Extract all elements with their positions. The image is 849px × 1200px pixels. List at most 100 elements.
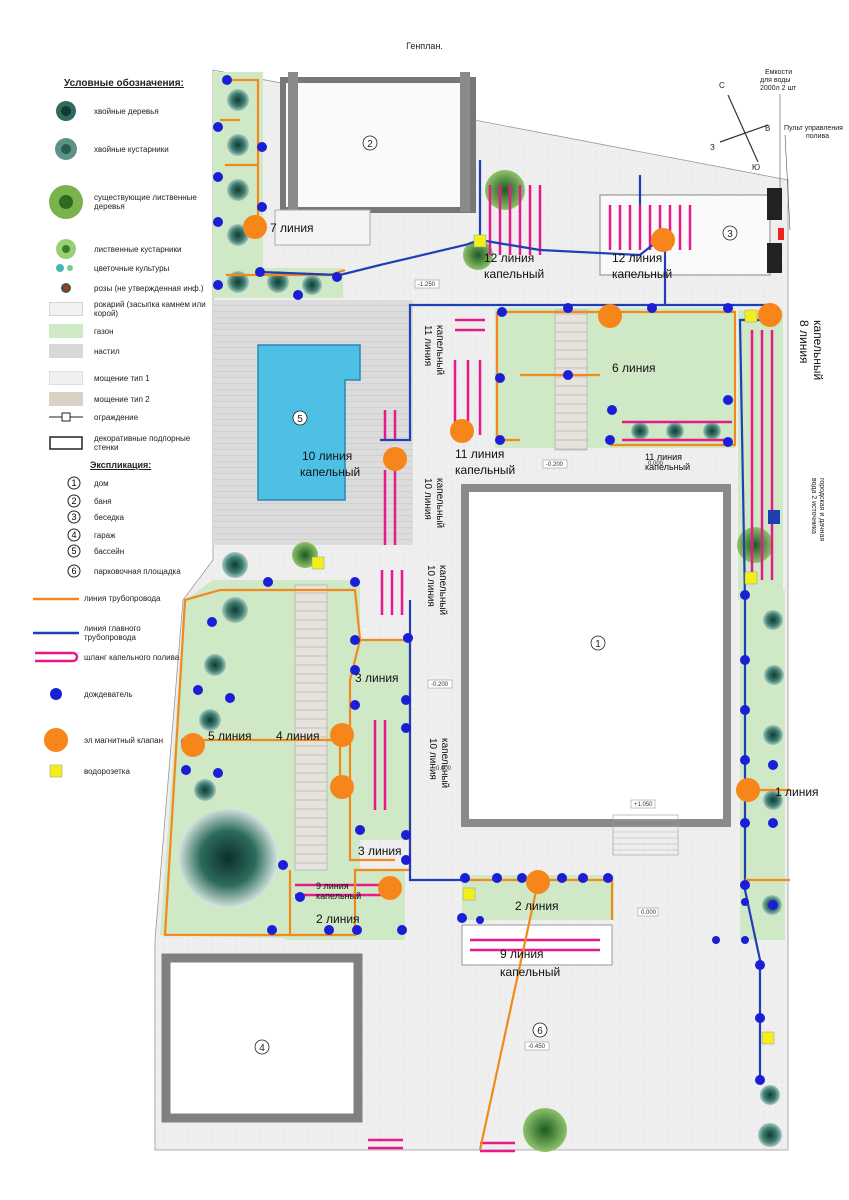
legend-item-fence: ограждение — [38, 412, 213, 422]
line-1-label: 1 линия — [775, 785, 819, 799]
svg-text:4: 4 — [259, 1043, 265, 1054]
legend-item-label: водорозетка — [84, 766, 130, 776]
legend-water_outlet-icon — [28, 764, 84, 778]
legend-item-label: газон — [94, 326, 114, 336]
legend-item-drip_hose: шланг капельного полива — [28, 650, 203, 664]
svg-text:В: В — [765, 124, 770, 133]
svg-text:3: 3 — [71, 512, 76, 522]
svg-text:3: 3 — [727, 229, 733, 240]
legend-header: Условные обозначения: — [64, 78, 184, 89]
water-outlets — [311, 234, 775, 1045]
legend-item-paving2: мощение тип 2 — [38, 392, 213, 406]
legend-deciduous_tree-icon — [38, 184, 94, 220]
svg-text:-0.200: -0.200 — [546, 462, 564, 468]
water-source-marker — [768, 510, 780, 524]
sprinklers — [181, 75, 778, 1085]
legend-item-label: декоративные подпорные стенки — [94, 434, 191, 452]
legend-item-label: линия главного трубопровода — [84, 624, 141, 642]
legend-item-label: цветочные культуры — [94, 263, 170, 273]
valves — [181, 215, 782, 900]
legend-item-main_pipe: линия главного трубопровода — [28, 624, 203, 642]
line-7-label: 7 линия — [270, 221, 314, 235]
plants — [178, 89, 784, 1152]
line-12a-label: 12 линия — [484, 251, 534, 265]
legend-item-label: мощение тип 1 — [94, 373, 150, 383]
legend-item-label: лиственные кустарники — [94, 244, 182, 254]
legend-item-label: розы (не утвержденная инф.) — [94, 283, 204, 293]
svg-text:2: 2 — [71, 496, 76, 506]
legend-item-conifer_shrub: хвойные кустарники — [38, 137, 213, 161]
legend-item-label: линия трубопровода — [84, 594, 161, 603]
legend-walls-icon — [38, 436, 94, 450]
legend-item-deciduous_tree: существующие лиственные деревья — [38, 184, 213, 220]
svg-text:1: 1 — [71, 478, 76, 488]
legend-lawn-icon — [38, 324, 94, 338]
legend-item-sprinkler: дождеватель — [28, 687, 203, 701]
line-labels: 7 линия 12 линия капельный 12 линия капе… — [208, 221, 825, 979]
legend-valve-icon — [28, 727, 84, 753]
legend-item-water_outlet: водорозетка — [28, 764, 203, 778]
legend-sprinkler-icon — [28, 687, 84, 701]
svg-text:+1.050: +1.050 — [634, 802, 653, 808]
svg-text:6: 6 — [537, 1026, 543, 1037]
legend-item-conifer_tree: хвойные деревья — [38, 99, 213, 123]
compass: С В З Ю — [710, 81, 770, 172]
line-2b-label: 2 линия — [515, 899, 559, 913]
line-11-label: 11 линия — [455, 447, 504, 461]
line-5-label: 5 линия — [208, 729, 252, 743]
legend-item-roses: розы (не утвержденная инф.) — [38, 281, 213, 295]
svg-text:4: 4 — [71, 530, 76, 540]
svg-text:-0.450: -0.450 — [528, 1044, 546, 1050]
svg-text:для воды: для воды — [760, 77, 790, 84]
svg-text:1: 1 — [595, 639, 601, 650]
notes: Емкости для воды 2000л 2 шт Пульт управл… — [760, 69, 843, 541]
svg-text:Пульт управления: Пульт управления — [784, 125, 843, 132]
legend-item-deck: настил — [38, 344, 213, 358]
svg-text:капельный: капельный — [455, 463, 515, 477]
svg-text:городская и дачная: городская и дачная — [818, 478, 825, 541]
line-9-label: 9 линия — [500, 947, 544, 961]
legend-conifer_shrub-icon — [38, 137, 94, 161]
page-title: Генплан. — [406, 41, 443, 51]
legend-item-flowers: цветочные культуры — [38, 261, 213, 275]
legend-item-label: ограждение — [94, 412, 139, 422]
svg-text:капельный: капельный — [437, 565, 448, 615]
svg-text:2000л 2 шт: 2000л 2 шт — [760, 85, 797, 92]
legend-item-paving1: мощение тип 1 — [38, 371, 213, 385]
drip-hoses — [295, 185, 774, 1153]
svg-text:11 линия: 11 линия — [422, 325, 433, 366]
svg-text:Ю: Ю — [752, 163, 760, 172]
legend-item-label: хвойные деревья — [94, 106, 159, 116]
svg-text:0.000: 0.000 — [648, 461, 664, 467]
legend-pipe-icon — [28, 596, 84, 602]
svg-text:2: 2 — [367, 139, 373, 150]
svg-text:-0.200: -0.200 — [431, 682, 449, 688]
building-labels: 2 3 1 4 5 6 — [254, 135, 738, 1055]
svg-text:вода 2 источника: вода 2 источника — [810, 478, 817, 534]
line-12b-label: 12 линия — [612, 251, 662, 265]
legend-item-rockery: рокарий (засыпка камнем или корой) — [38, 300, 213, 318]
legend-item-pipe: линия трубопровода — [28, 594, 203, 603]
svg-text:С: С — [719, 81, 725, 90]
legend-item-label: шланг капельного полива — [84, 652, 180, 662]
legend-item-label: существующие лиственные деревья — [94, 193, 197, 211]
svg-text:0.000: 0.000 — [641, 910, 657, 916]
legend-item-label: мощение тип 2 — [94, 394, 150, 404]
svg-text:З: З — [710, 143, 715, 152]
svg-text:11 линия: 11 линия — [645, 452, 682, 462]
line-3-label: 3 линия — [355, 671, 399, 685]
line-4-label: 4 линия — [276, 729, 320, 743]
level-marks: -1.250 -0.200 -0.200 0.000 +1.050 0.000 … — [414, 279, 664, 1051]
svg-text:Емкости: Емкости — [765, 69, 792, 76]
legend-flowers-icon — [38, 261, 94, 275]
svg-text:10 линия: 10 линия — [425, 565, 436, 607]
legend-deck-icon — [38, 344, 94, 358]
line-8-label: 8 линия — [797, 320, 811, 364]
legend-item-deciduous_shrub: лиственные кустарники — [38, 237, 213, 261]
legend: Условные обозначения: — [38, 78, 213, 97]
svg-text:капельный: капельный — [439, 738, 450, 788]
legend-paving1-icon — [38, 371, 94, 385]
legend-deciduous_shrub-icon — [38, 237, 94, 261]
